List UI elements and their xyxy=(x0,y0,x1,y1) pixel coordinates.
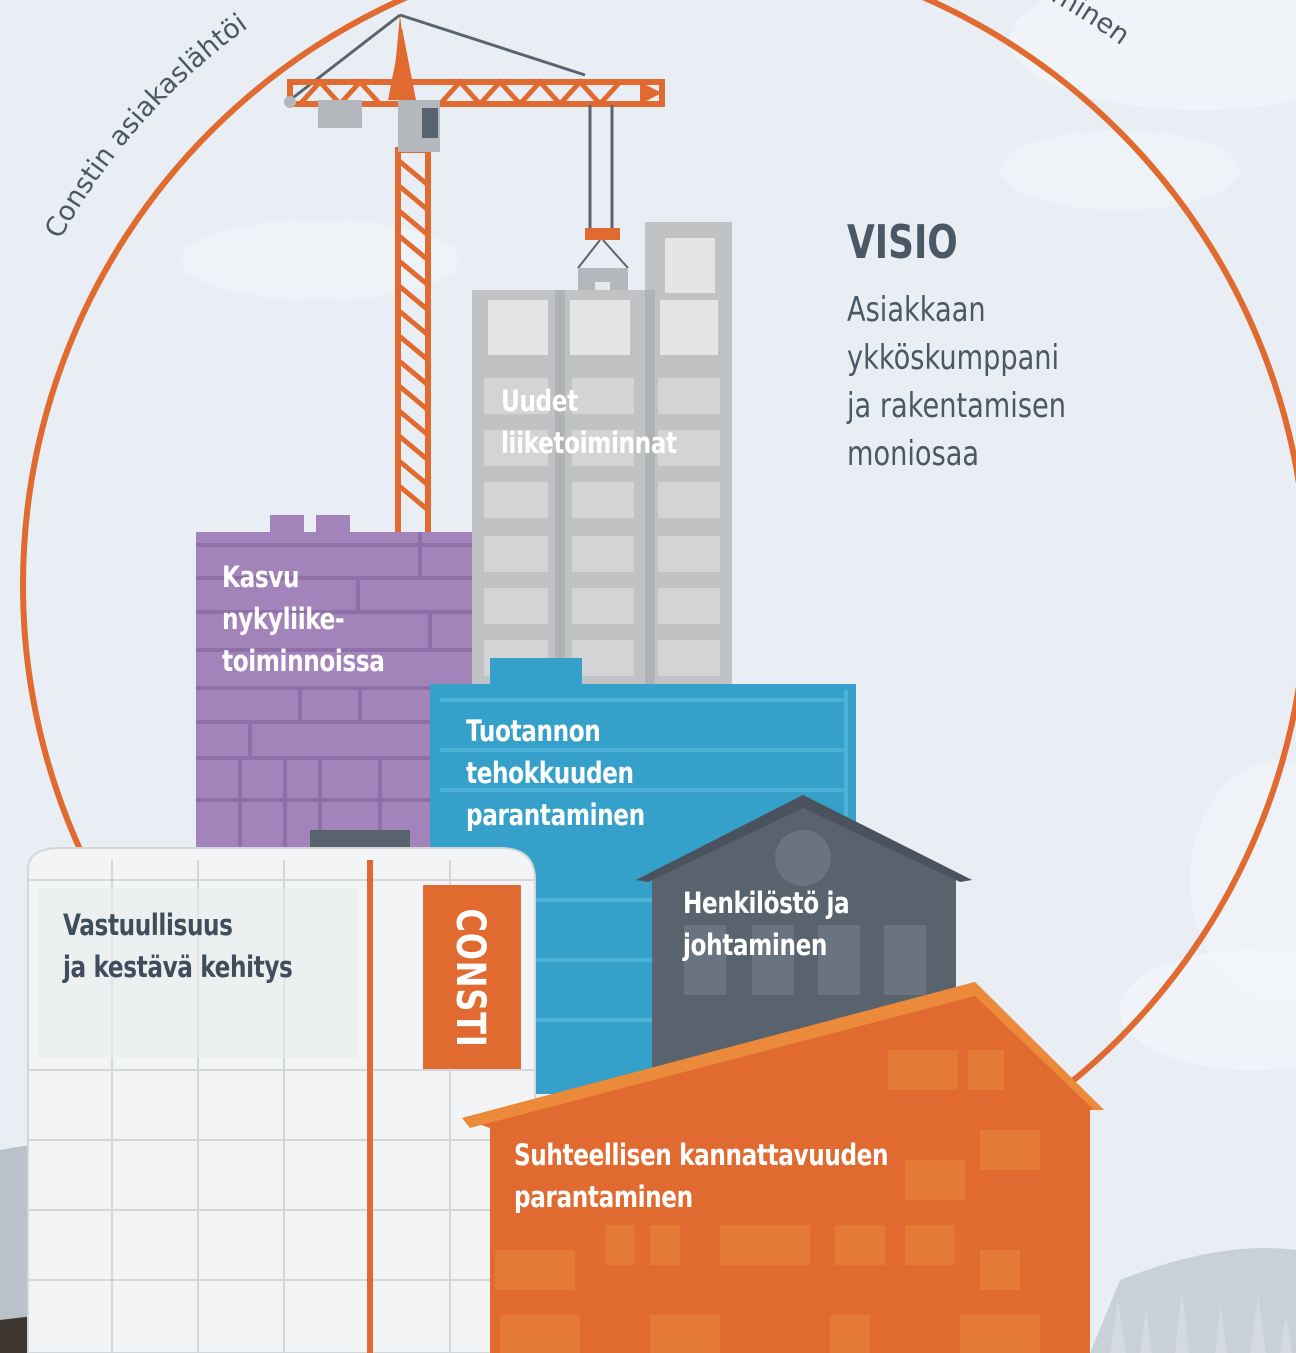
grey-building xyxy=(472,222,732,690)
purple-building xyxy=(196,515,472,872)
label-profitability: Suhteellisen kannattavuuden parantaminen xyxy=(514,1138,889,1214)
visio-title: VISIO xyxy=(847,215,958,269)
consti-logo-text: CONSTI xyxy=(447,908,493,1048)
background-clouds xyxy=(180,0,1296,1070)
label-growth: Kasvu nykyliike- toiminnoissa xyxy=(222,560,385,678)
consti-logo-badge xyxy=(423,885,521,1069)
label-production: Tuotannon tehokkuuden parantaminen xyxy=(466,714,645,832)
tree-icons xyxy=(1110,1290,1292,1353)
label-personnel: Henkilöstö ja johtaminen xyxy=(683,886,850,962)
label-new-business: Uudet liiketoiminnat xyxy=(501,384,677,460)
label-responsibility: Vastuullisuus ja kestävä kehitys xyxy=(63,908,293,984)
orange-house xyxy=(462,982,1104,1353)
crane-icon xyxy=(284,13,665,543)
white-building xyxy=(27,830,536,1353)
visio-text: Asiakkaan ykköskumppani ja rakentamisen … xyxy=(847,290,1067,474)
